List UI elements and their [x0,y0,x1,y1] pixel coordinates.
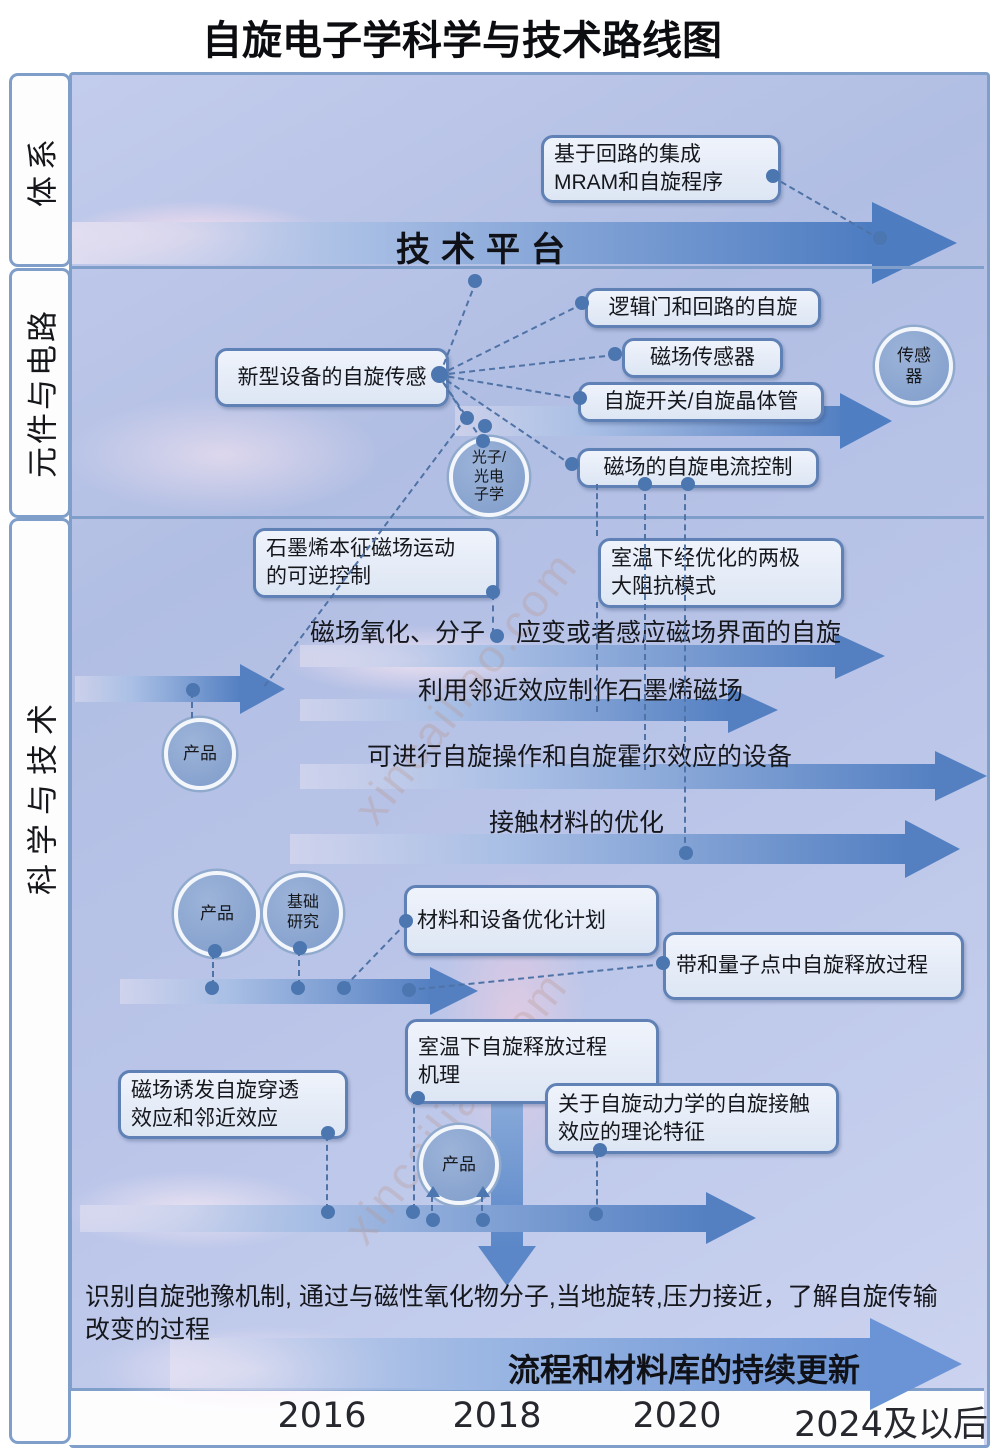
track1-arrow-head [835,633,885,679]
up-arrowhead [476,1186,490,1197]
product-circle-2: 产品 [174,871,260,957]
track3-label: 可进行自旋操作和自旋霍尔效应的设备 [367,743,793,771]
connector-dot [426,1213,440,1227]
connector-dot [406,1205,420,1219]
connector-dot [766,169,780,183]
dashed-connector [492,594,494,634]
track2-arrow [300,699,728,721]
connector-dot [681,477,695,491]
connector-dot [486,585,500,599]
band-qdot-box: 带和量子点中自旋释放过程 [663,932,964,1000]
connector-dot [430,365,448,383]
photonics-circle: 光子/ 光电 子学 [449,437,529,517]
connector-dot [575,296,589,310]
connector-dot [476,434,490,448]
components-arrow-head [840,393,892,449]
bottom-arrow-head [706,1192,756,1244]
connector-dot [186,683,200,697]
induced-effects-box: 磁场诱发自旋穿透 效应和邻近效应 [118,1070,348,1139]
connector-dot [490,629,504,643]
timeline-tick-2024: 2024及以后 [793,1405,989,1445]
update-arrow-label: 流程和材料库的持续更新 [508,1352,861,1388]
connector-dot [476,1213,490,1227]
bottom-arrow [80,1205,706,1232]
field-sensor-box: 磁场传感器 [622,338,783,378]
up-arrowhead [426,1186,440,1197]
update-arrow-head [870,1318,962,1410]
connector-dot [337,981,351,995]
hub-box-spin-sensing: 新型设备的自旋传感 [215,348,449,407]
lane-label-text: 元件与电路 [25,308,61,478]
connector-dot [656,956,670,970]
logic-spin-box: 逻辑门和回路的自旋 [585,288,821,328]
connector-dot [291,981,305,995]
connector-dot [565,457,579,471]
room-temp-opt-box: 室温下经优化的两极 大阻抗模式 [598,538,844,608]
dashed-connector [644,484,646,770]
track3-arrow-head [935,751,987,801]
dashed-connector [326,1135,328,1210]
dashed-connector [596,484,598,536]
dashed-connector [684,484,686,853]
dashed-connector [596,1152,598,1214]
lane-label-science: 科学与技术 [9,518,71,1444]
connector-dot [293,941,307,955]
plan-arrow [120,979,430,1004]
connector-dot [205,981,219,995]
track1-label-left: 磁场氧化、分子 [310,619,486,647]
connector-dot [478,419,492,433]
connector-dot [321,1205,335,1219]
graphene-control-box: 石墨烯本征磁场运动 的可逆控制 [253,528,499,598]
timeline-tick-2018: 2018 [452,1396,542,1436]
spin-dynamics-theory-box: 关于自旋动力学的自旋接触 效应的理论特征 [545,1083,839,1154]
connector-dot [402,983,416,997]
spin-current-box: 磁场的自旋电流控制 [577,448,819,488]
connector-dot [873,231,887,245]
lane-label-components: 元件与电路 [9,268,71,518]
connector-dot [679,846,693,860]
platform-arrow-head [872,202,957,284]
connector-dot [638,477,652,491]
page-title: 自旋电子学科学与技术路线图 [202,19,722,63]
connector-dot [589,1207,603,1221]
timeline-tick-2020: 2020 [632,1396,722,1436]
lane-label-text: 科学与技术 [25,695,61,895]
track4-arrow-head [905,820,960,878]
lane-label-text: 体系 [25,133,61,207]
track2-label: 利用邻近效应制作石墨烯磁场 [418,677,744,705]
platform-arrow-label: 技术平台 [396,231,576,269]
track2-arrow-head [728,687,778,733]
connector-dot [321,1126,335,1140]
sensor-circle: 传感 器 [875,327,953,405]
products-arrow-small [75,676,240,702]
track1-label-right: 应变或者感应磁场界面的自旋 [516,619,842,647]
material-plan-box: 材料和设备优化计划 [404,885,659,956]
track3-arrow [300,764,935,789]
connector-dot [460,411,474,425]
connector-dot [573,391,587,405]
track4-arrow [290,834,905,864]
connector-dot [593,1143,607,1157]
connector-dot [208,944,222,958]
down-arrow-head [478,1246,536,1286]
connector-dot [608,347,622,361]
products-arrow-small-head [240,664,285,714]
product-circle-1: 产品 [164,718,236,790]
plan-arrow-head [430,967,478,1015]
dashed-connector [413,1098,415,1210]
connector-dot [411,1091,425,1105]
band-divider [69,266,984,269]
track4-label: 接触材料的优化 [489,809,665,837]
mram-box: 基于回路的集成 MRAM和自旋程序 [541,135,781,203]
band-divider [69,516,984,519]
lane-label-system: 体系 [9,73,71,267]
connector-dot [468,274,482,288]
bottom-note: 识别自旋弛豫机制, 通过与磁性氧化物分子,当地旋转,压力接近，了解自旋传输 改变… [85,1283,938,1344]
dashed-connector [596,602,598,712]
timeline-tick-2016: 2016 [277,1396,367,1436]
spin-switch-box: 自旋开关/自旋晶体管 [578,382,824,422]
connector-dot [399,914,413,928]
